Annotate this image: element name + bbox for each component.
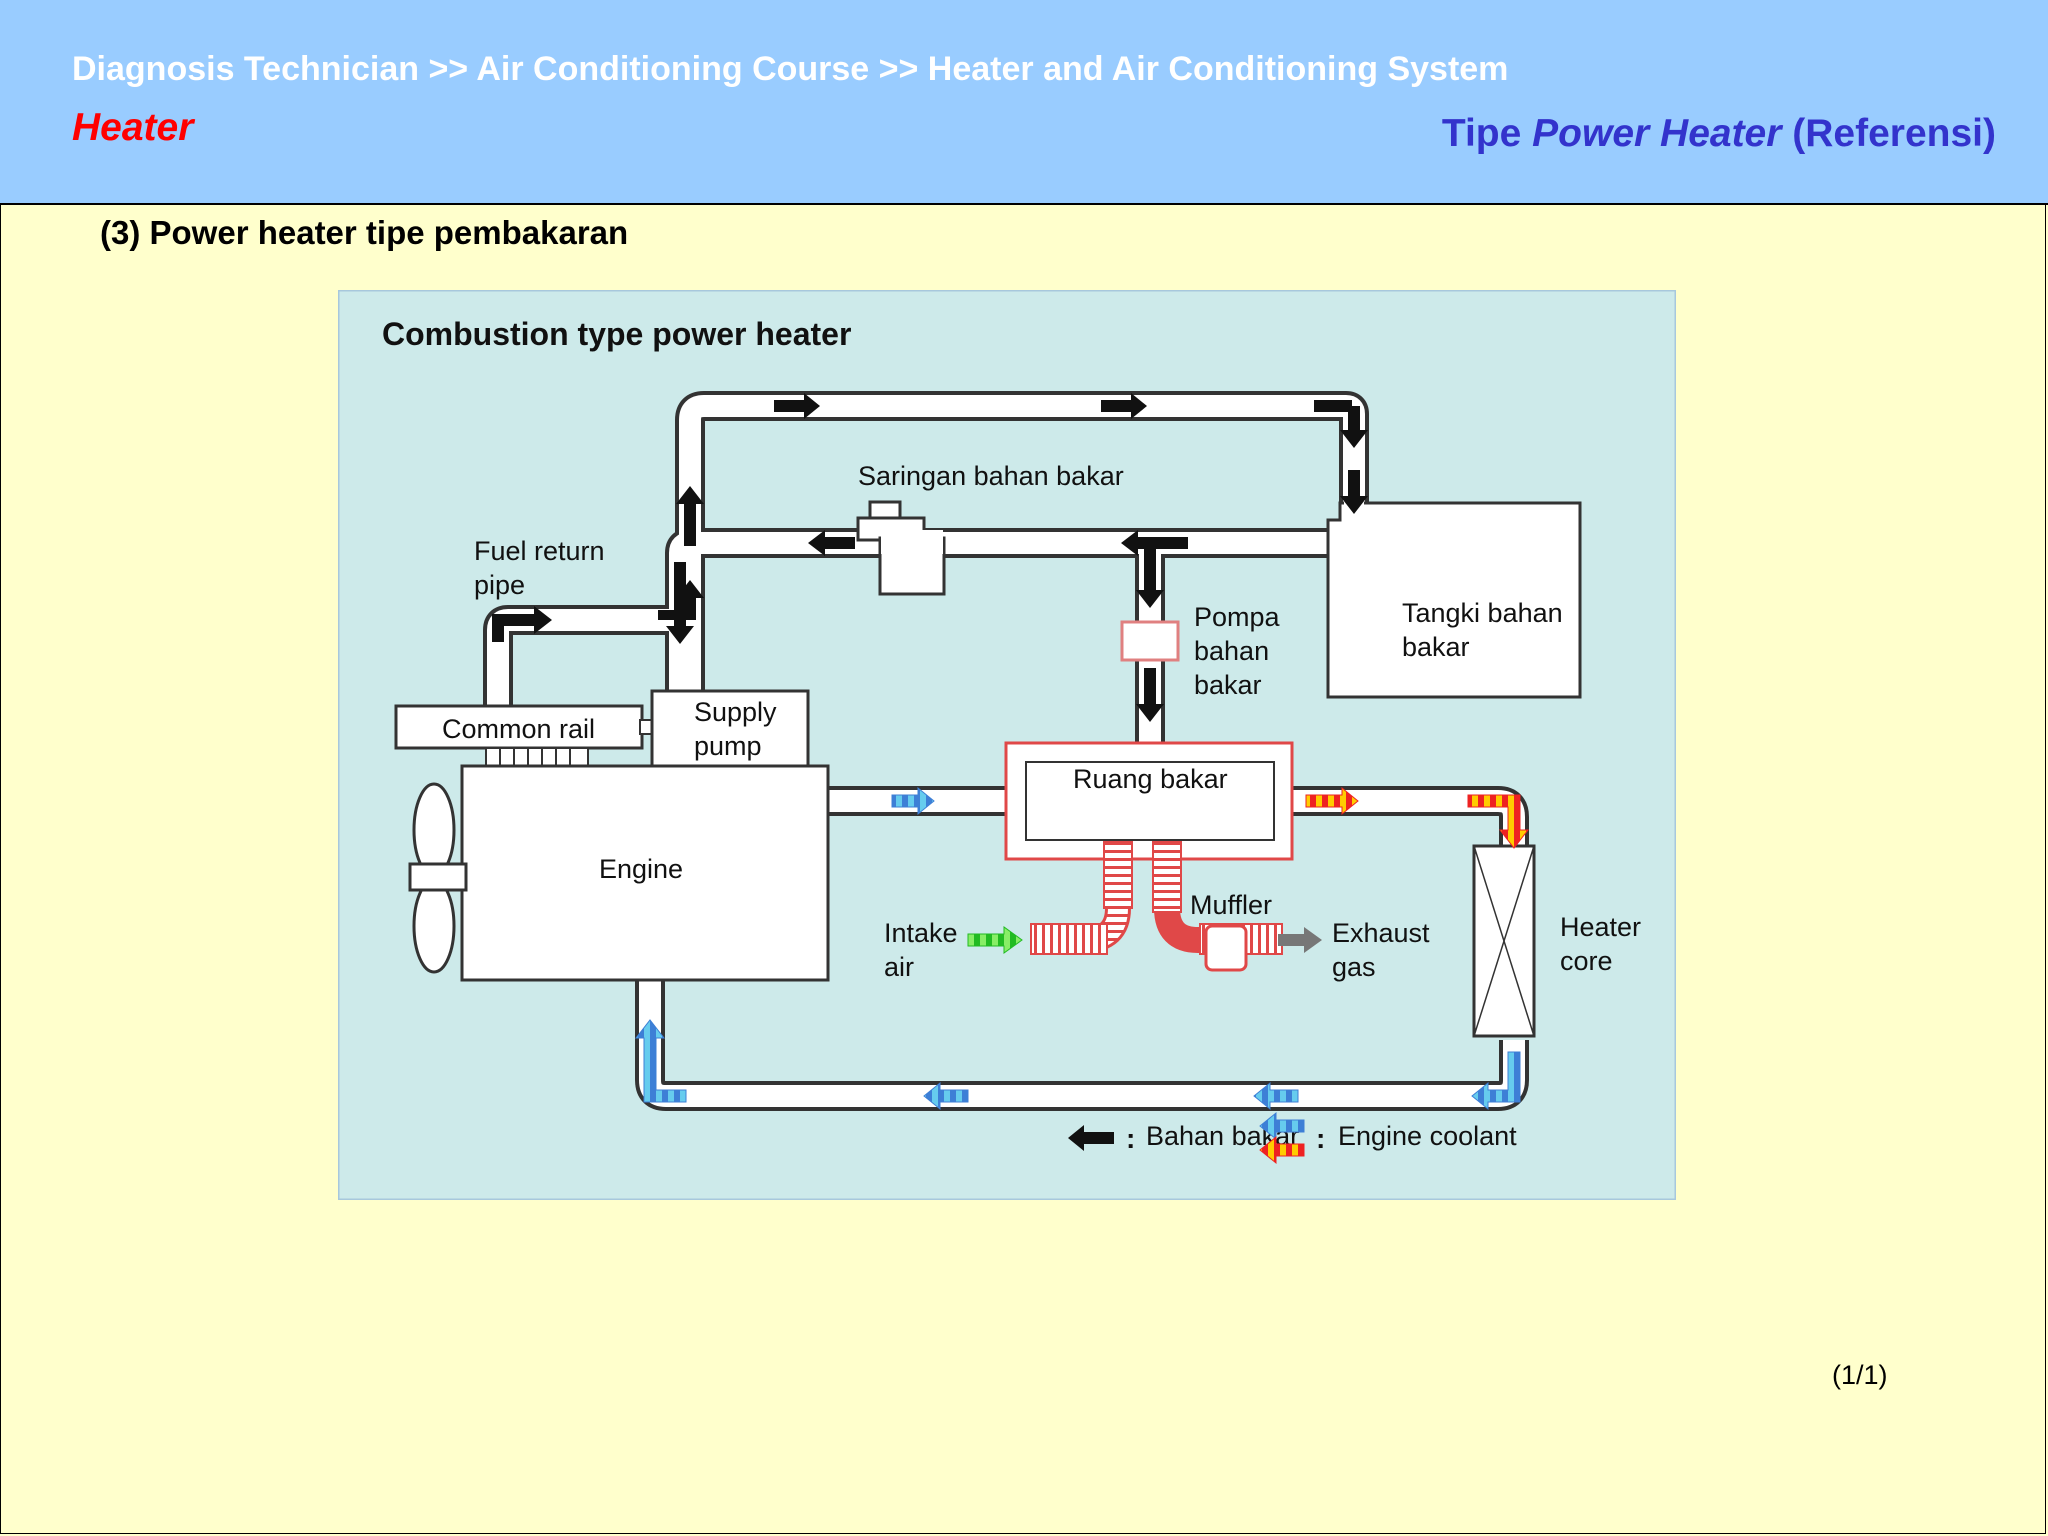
intake-air-arrow (967, 926, 1023, 954)
diagram-labels: Saringan bahan bakar Fuel return pipe Po… (442, 461, 1641, 982)
fuel-arrow-5 (676, 486, 704, 546)
heater-core-label-2: core (1560, 946, 1613, 976)
heater-core-label-1: Heater (1560, 912, 1641, 942)
legend-coolant-hot-arrow-icon (1259, 1135, 1305, 1165)
cooling-fan (408, 782, 468, 974)
supply-pump-label-2: pump (694, 731, 762, 761)
coolant-arrow-cold-5 (634, 1019, 687, 1103)
fuel-tank-label-1: Tangki bahan (1402, 598, 1563, 628)
page-title-prefix: Tipe (1441, 112, 1533, 155)
coolant-arrow-hot-1 (1305, 786, 1359, 816)
fuel-pump-label-2: bahan (1194, 636, 1269, 666)
legend-coolant-separator: : (1316, 1123, 1325, 1154)
fuel-arrow-10 (666, 562, 694, 644)
diagram-title: Combustion type power heater (382, 316, 851, 352)
coolant-arrow-cold-3 (1253, 1081, 1299, 1111)
fuel-arrow-2 (1101, 393, 1147, 419)
fuel-return-label-2: pipe (474, 570, 525, 600)
intake-air-label-2: air (884, 952, 914, 982)
fuel-arrow-4 (1340, 470, 1368, 514)
section-title: Heater (72, 106, 194, 149)
page-title-suffix: (Referensi) (1781, 112, 1996, 155)
fuel-filter (856, 500, 946, 596)
fuel-tank (1326, 501, 1582, 699)
legend-fuel-arrow-icon (1068, 1125, 1114, 1151)
fuel-arrow-8 (808, 530, 855, 556)
intake-air-label-1: Intake (884, 918, 958, 948)
fuel-return-label-1: Fuel return (474, 536, 605, 566)
coolant-arrow-cold-2 (1471, 1051, 1521, 1111)
fuel-filter-label: Saringan bahan bakar (858, 461, 1124, 491)
muffler-label: Muffler (1190, 890, 1272, 920)
fuel-arrow-6 (658, 580, 704, 630)
combustion-chamber-label: Ruang bakar (1073, 764, 1228, 794)
fuel-pump (1120, 620, 1180, 662)
muffler (1204, 924, 1248, 972)
legend-coolant-cold-arrow-icon (1259, 1111, 1305, 1141)
fuel-arrow-3 (1314, 400, 1368, 448)
legend: : Bahan bakar : Engine coolant (1068, 1111, 1517, 1165)
fuel-pump-label-3: bakar (1194, 670, 1262, 700)
fuel-arrow-7 (492, 606, 552, 642)
exhaust-gas-arrow (1278, 927, 1322, 953)
fuel-flow-arrows (492, 393, 1368, 722)
fuel-arrow-9 (1121, 530, 1188, 608)
subheading: (3) Power heater tipe pembakaran (100, 214, 629, 251)
coolant-flow-arrows (634, 786, 1530, 1111)
coolant-arrow-cold-1 (891, 786, 935, 816)
legend-coolant-label: Engine coolant (1338, 1121, 1517, 1151)
exhaust-gas-label-1: Exhaust (1332, 918, 1430, 948)
fuel-arrow-11 (1136, 668, 1164, 722)
fuel-pump-label-1: Pompa (1194, 602, 1281, 632)
fuel-tank-label-2: bakar (1402, 632, 1470, 662)
slide-header: Diagnosis Technician >> Air Conditioning… (0, 0, 2048, 205)
common-rail (394, 704, 655, 767)
page-number: (1/1) (1832, 1360, 1888, 1390)
coolant-arrow-hot-2 (1467, 794, 1530, 849)
legend-fuel-separator: : (1126, 1123, 1135, 1154)
supply-pump-label-1: Supply (694, 697, 777, 727)
intake-duct (1030, 841, 1133, 955)
exhaust-gas-label-2: gas (1332, 952, 1376, 982)
engine-label: Engine (599, 854, 683, 884)
supply-pump (650, 689, 810, 771)
combustion-chamber (1004, 741, 1294, 861)
heater-core (1472, 844, 1536, 1038)
breadcrumb: Diagnosis Technician >> Air Conditioning… (72, 50, 1509, 88)
fuel-arrow-1 (774, 393, 820, 419)
coolant-arrow-cold-4 (923, 1081, 969, 1111)
page-title-italic: Power Heater (1532, 112, 1782, 155)
common-rail-label: Common rail (442, 714, 595, 744)
page-title: Tipe Power Heater (Referensi) (1442, 112, 1996, 156)
engine (460, 764, 830, 982)
combustion-heater-diagram: Combustion type power heater (338, 290, 1676, 1200)
